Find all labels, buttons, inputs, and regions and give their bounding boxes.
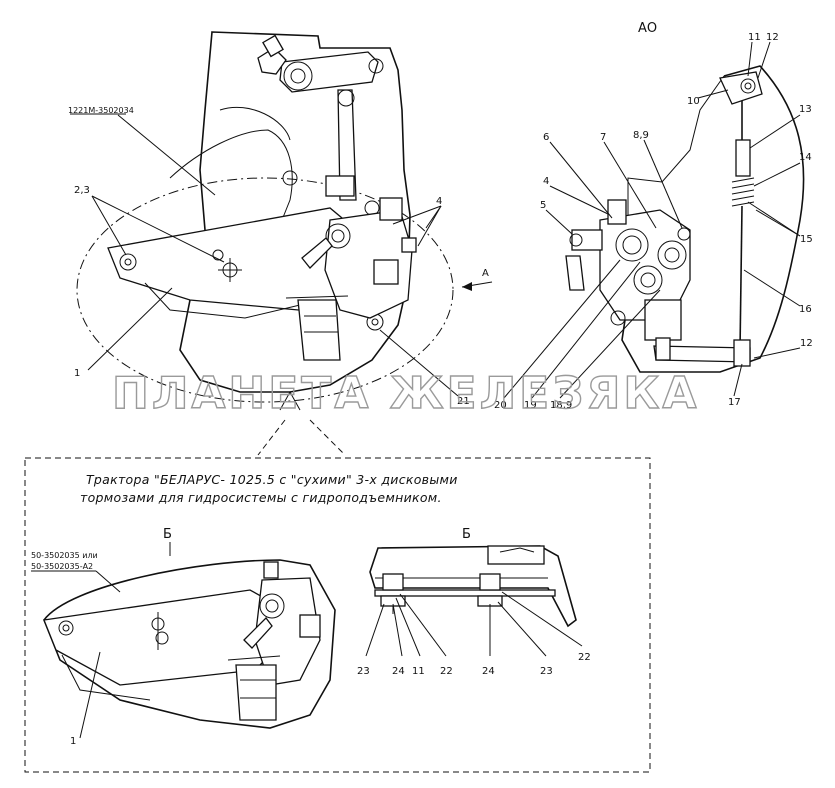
callout-2-3: 2,3 <box>74 185 90 196</box>
callout-11-section: 11 <box>412 666 425 677</box>
callout-14: 14 <box>799 152 812 163</box>
callout-23-left: 23 <box>357 666 370 677</box>
callout-15: 15 <box>800 234 813 245</box>
note-line-1: Трактора "БЕЛАРУС- 1025.5 с "сухими" 3-х… <box>86 472 458 487</box>
callout-6: 6 <box>543 132 549 143</box>
part-code-housing: 1221М-3502034 <box>68 106 134 115</box>
note-line-2: тормозами для гидросистемы с гидроподъем… <box>80 490 442 505</box>
section-b-view: Б 23 24 11 22 24 23 22 <box>357 527 591 677</box>
section-b2-title: Б <box>462 527 471 542</box>
callout-11: 11 <box>748 32 761 43</box>
callout-4-view-a: 4 <box>543 176 549 187</box>
section-b1-title: Б <box>163 527 172 542</box>
watermark-text: ПЛАНЕТА ЖЕЛЕЗЯКА <box>112 368 699 419</box>
part-code-alt-housing: 50-3502035 или <box>31 551 98 560</box>
callout-24-left: 24 <box>392 666 405 677</box>
variant-frame: Трактора "БЕЛАРУС- 1025.5 с "сухими" 3-х… <box>24 457 651 773</box>
callout-22-left: 22 <box>440 666 453 677</box>
part-code-alt-housing-2: 50-3502035-А2 <box>31 562 93 571</box>
variant-assembly-view: Б 50-3502035 или 50-3502035-А2 1 <box>31 527 336 747</box>
callout-7: 7 <box>600 132 606 143</box>
callout-4-main: 4 <box>436 196 442 207</box>
view-a-title: АО <box>638 21 657 36</box>
callout-5: 5 <box>540 200 546 211</box>
callout-16: 16 <box>799 304 812 315</box>
callout-19: 19 <box>524 400 537 411</box>
callout-18-9: 18,9 <box>550 400 572 411</box>
callout-13: 13 <box>799 104 812 115</box>
callout-8-9: 8,9 <box>633 130 649 141</box>
callout-24-right: 24 <box>482 666 495 677</box>
callout-17: 17 <box>728 397 741 408</box>
callout-23-right: 23 <box>540 666 553 677</box>
view-a: АО 11 12 10 13 <box>494 21 813 411</box>
callout-20: 20 <box>494 400 507 411</box>
callout-22-right: 22 <box>578 652 591 663</box>
callout-12-top: 12 <box>766 32 779 43</box>
arrow-a-label: А <box>482 268 489 279</box>
callout-1: 1 <box>74 368 80 379</box>
callout-12-bottom: 12 <box>800 338 813 349</box>
callout-1-lower: 1 <box>70 736 76 747</box>
callout-21: 21 <box>457 396 470 407</box>
main-assembly-view: А 1221М-3502034 2,3 1 4 21 <box>68 31 493 456</box>
callout-10: 10 <box>687 96 700 107</box>
